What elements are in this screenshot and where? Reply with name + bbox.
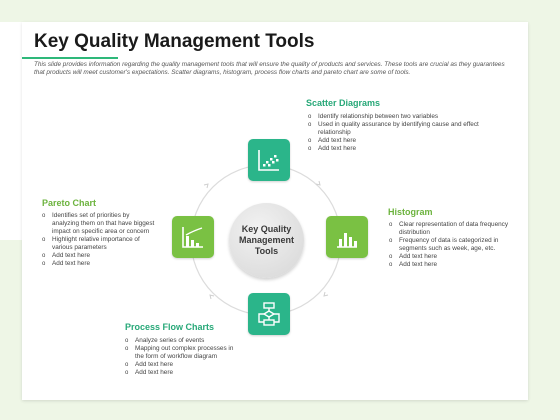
list-item: Used in quality assurance by identifying… bbox=[308, 121, 508, 137]
list-item: Add text here bbox=[125, 369, 243, 377]
list-item: Analyze series of events bbox=[125, 337, 243, 345]
pareto-chart-tile bbox=[172, 216, 214, 258]
list-item: Identify relationship between two variab… bbox=[308, 113, 508, 121]
list-item: Identifies set of priorities by analyzin… bbox=[42, 212, 156, 236]
list-item: Highlight relative importance of various… bbox=[42, 236, 156, 252]
background-band-right bbox=[528, 22, 560, 240]
list-item: Clear representation of data frequency d… bbox=[389, 221, 521, 237]
list-item: Frequency of data is categorized in segm… bbox=[389, 237, 521, 253]
pareto-chart-list: Identifies set of priorities by analyzin… bbox=[42, 212, 156, 268]
histogram-list: Clear representation of data frequency d… bbox=[389, 221, 521, 269]
pareto-chart-icon bbox=[182, 227, 203, 248]
scatter-diagrams-list: Identify relationship between two variab… bbox=[308, 113, 508, 153]
center-hub: Key Quality Management Tools bbox=[229, 203, 304, 278]
scatter-diagrams-title: Scatter Diagrams bbox=[306, 98, 381, 108]
process-flow-tile bbox=[248, 293, 290, 335]
list-item: Add text here bbox=[42, 260, 156, 268]
histogram-title: Histogram bbox=[388, 207, 433, 217]
process-flow-charts-title: Process Flow Charts bbox=[125, 322, 215, 332]
page-title: Key Quality Management Tools bbox=[34, 31, 315, 52]
scatter-diagram-tile bbox=[248, 139, 290, 181]
page-subtitle: This slide provides information regardin… bbox=[34, 61, 505, 76]
list-item: Add text here bbox=[125, 361, 243, 369]
flowchart-icon bbox=[258, 302, 280, 326]
title-underline bbox=[22, 57, 118, 59]
center-label: Key Quality Management Tools bbox=[238, 224, 294, 256]
list-item: Add text here bbox=[389, 253, 521, 261]
histogram-tile bbox=[326, 216, 368, 258]
process-flow-charts-list: Analyze series of events Mapping out com… bbox=[125, 337, 243, 377]
list-item: Add text here bbox=[308, 145, 508, 153]
pareto-chart-title: Pareto Chart bbox=[42, 198, 97, 208]
scatter-plot-icon bbox=[258, 150, 279, 171]
bar-chart-icon bbox=[337, 233, 357, 248]
background-band-top bbox=[0, 0, 560, 22]
list-item: Add text here bbox=[308, 137, 508, 145]
list-item: Add text here bbox=[42, 252, 156, 260]
list-item: Mapping out complex processes in the for… bbox=[125, 345, 243, 361]
list-item: Add text here bbox=[389, 261, 521, 269]
